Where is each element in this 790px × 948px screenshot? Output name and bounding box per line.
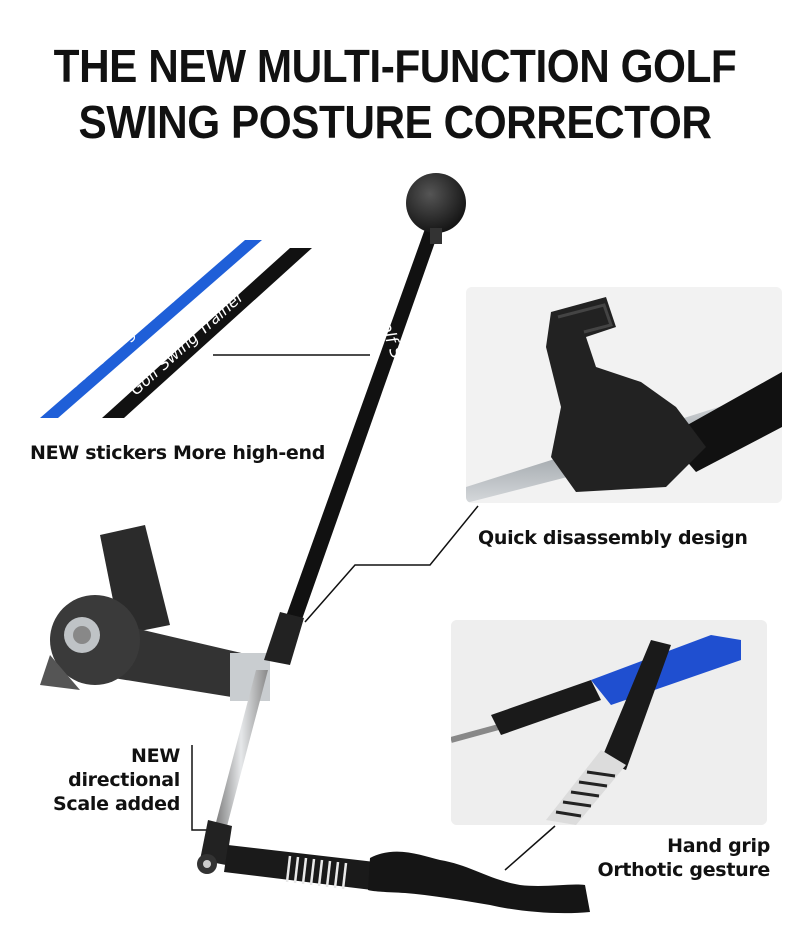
stickers-callout: NEW stickers More high-end <box>30 442 326 464</box>
directional-line-2: Scale added <box>53 793 180 815</box>
hand-grip-callout: Hand grip Orthotic gesture <box>560 834 770 882</box>
stickers-closeup-image: Golf Swing Trainer Golf Swing Trainer <box>30 240 340 420</box>
grip-line-1: Hand grip <box>667 835 770 857</box>
title-line-2: SWING POSTURE CORRECTOR <box>78 96 712 148</box>
grip-ridges <box>285 855 348 890</box>
page-title: THE NEW MULTI-FUNCTION GOLF SWING POSTUR… <box>32 38 759 150</box>
grip-leader-line <box>504 825 556 871</box>
directional-scale-callout: NEW directional Scale added <box>18 744 180 816</box>
orthotic-grip <box>368 851 590 914</box>
top-ball <box>406 173 466 233</box>
directional-line-1: NEW directional <box>68 745 180 791</box>
bottom-hinge <box>200 820 232 865</box>
clip-closeup-image <box>466 287 782 503</box>
directional-leader-line <box>191 745 215 831</box>
title-line-1: THE NEW MULTI-FUNCTION GOLF <box>53 40 737 92</box>
grip-shaft <box>224 845 375 890</box>
grip-line-2: Orthotic gesture <box>597 859 770 881</box>
quick-disassembly-callout: Quick disassembly design <box>478 527 748 549</box>
quick-leader-line <box>304 505 479 623</box>
steel-rod <box>214 670 268 830</box>
black-shaft <box>284 226 440 625</box>
shaft-collar <box>264 612 304 665</box>
grips-closeup-image <box>451 620 767 825</box>
